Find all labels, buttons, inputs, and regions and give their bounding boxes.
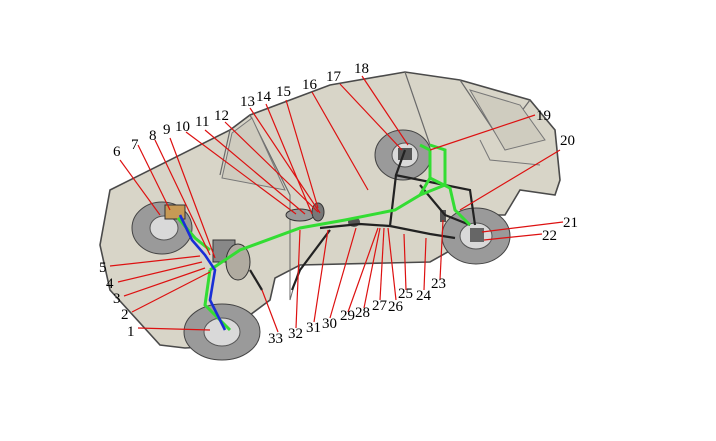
callout-4: 4	[106, 276, 114, 292]
callout-labels: 1 2 3 4 5 6 7 8 9 10 11 12 13 14 15 16 1…	[99, 61, 578, 347]
car-window-front	[221, 117, 286, 191]
callout-15: 15	[276, 84, 291, 100]
callout-9: 9	[163, 122, 171, 138]
callout-25: 25	[398, 286, 413, 302]
callout-21: 21	[563, 215, 578, 231]
callout-11: 11	[195, 114, 209, 130]
callout-13: 13	[240, 94, 255, 110]
callout-23: 23	[431, 276, 446, 292]
callout-26: 26	[388, 299, 404, 315]
callout-19: 19	[536, 108, 551, 124]
callout-14: 14	[256, 89, 272, 105]
callout-18: 18	[354, 61, 369, 77]
dark-brake-lines	[249, 149, 477, 291]
callout-17: 17	[326, 69, 342, 85]
callout-28: 28	[355, 305, 370, 321]
callout-8: 8	[149, 128, 157, 144]
wheel-front-right	[183, 303, 261, 361]
callout-5: 5	[99, 260, 107, 276]
blue-brake-lines	[178, 214, 227, 331]
callout-29: 29	[340, 308, 355, 324]
callout-27: 27	[372, 298, 388, 314]
callout-32: 32	[288, 326, 303, 342]
callout-leaders	[109, 75, 564, 333]
car-window-rear	[468, 89, 546, 151]
car-rear-pillar	[479, 139, 541, 166]
callout-2: 2	[121, 307, 129, 323]
callout-33: 33	[268, 331, 283, 347]
callout-16: 16	[302, 77, 318, 93]
callout-22: 22	[542, 228, 557, 244]
callout-10: 10	[175, 119, 190, 135]
callout-7: 7	[131, 137, 139, 153]
callout-24: 24	[416, 288, 432, 304]
car-roof-line	[219, 71, 531, 196]
callout-31: 31	[306, 320, 321, 336]
callout-12: 12	[214, 108, 229, 124]
callout-3: 3	[113, 291, 121, 307]
callout-30: 30	[322, 316, 337, 332]
callout-1: 1	[127, 324, 135, 340]
callout-20: 20	[560, 133, 575, 149]
car-body	[99, 71, 561, 349]
callout-6: 6	[113, 144, 121, 160]
